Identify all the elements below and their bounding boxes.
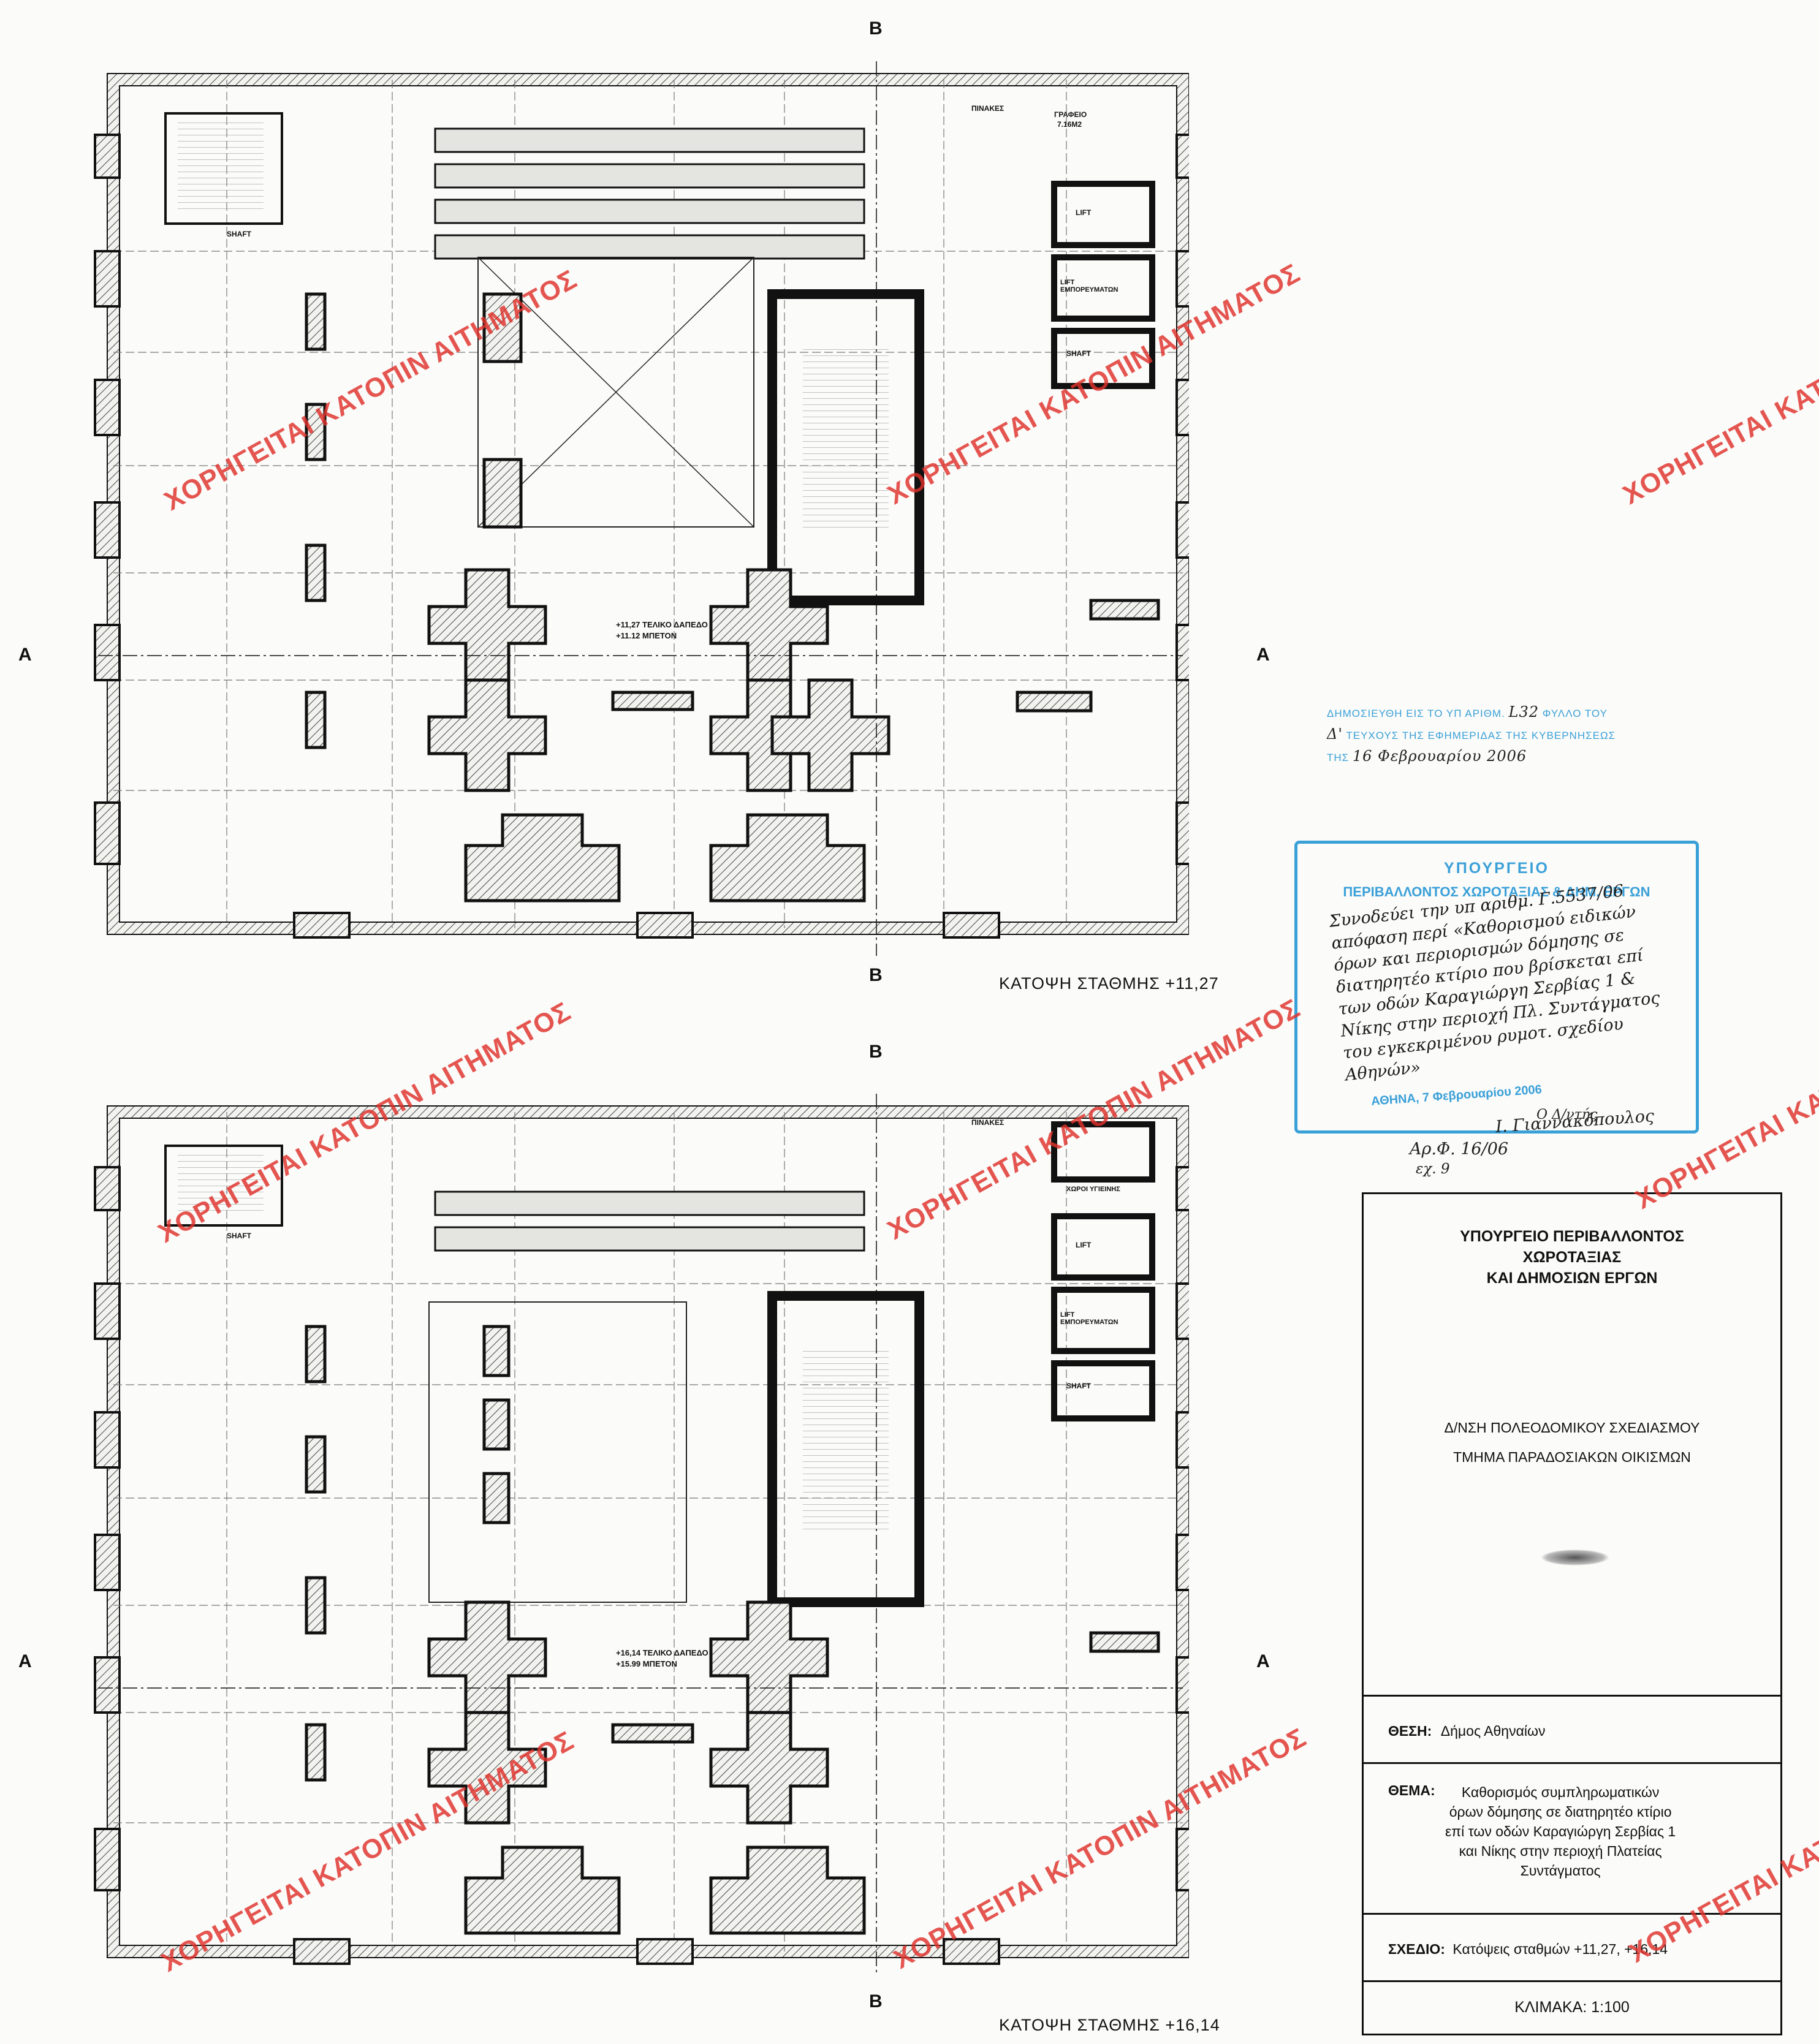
location-label: ΘΕΣΗ: <box>1388 1723 1432 1739</box>
floor-plan-top: ΠΙΝΑΚΕΣ ΓΡΑΦΕΙΟ 7.16M2 LIFT LIFT ΕΜΠΟΡΕΥ… <box>86 61 1189 956</box>
publication-line3: ΤΗΣ <box>1327 752 1350 763</box>
title-block-ministry-cell: ΥΠΟΥΡΓΕΙΟ ΠΕΡΙΒΑΛΛΟΝΤΟΣ ΧΩΡΟΤΑΞΙΑΣ ΚΑΙ Δ… <box>1364 1194 1780 1697</box>
department: ΤΜΗΜΑ ΠΑΡΑΔΟΣΙΑΚΩΝ ΟΙΚΙΣΜΩΝ <box>1453 1449 1691 1465</box>
directorate: Δ/ΝΣΗ ΠΟΛΕΟΔΟΜΙΚΟΥ ΣΧΕΔΙΑΣΜΟΥ <box>1444 1420 1700 1436</box>
room-label-pinakes: ΠΙΝΑΚΕΣ <box>971 104 1004 113</box>
stamp-title: ΥΠΟΥΡΓΕΙΟ <box>1444 860 1549 877</box>
plan-bottom-caption: ΚΑΤΟΨΗ ΣΤΑΘΜΗΣ +16,14 <box>999 2016 1220 2034</box>
room-label-shaft: SHAFT <box>227 1232 251 1240</box>
floor-plan-bottom-drawing <box>94 1094 1189 1976</box>
room-label-pinakes: ΠΙΝΑΚΕΣ <box>971 1118 1004 1127</box>
level-label: +11,27 ΤΕΛΙΚΟ ΔΑΠΕΔΟ <box>616 620 708 629</box>
section-marker-b-bottom-bottom: B <box>869 1991 883 2012</box>
publication-number: L32 <box>1508 703 1540 721</box>
section-marker-b-bottom-top: B <box>869 965 883 985</box>
stamp-handwritten-text: Συνοδεύει την υπ αριθμ. Γ.5537/06 απόφασ… <box>1328 881 1661 1085</box>
title-block-scale-cell: ΚΛΙΜΑΚΑ: 1:100 <box>1364 1982 1780 2034</box>
title-block: ΥΠΟΥΡΓΕΙΟ ΠΕΡΙΒΑΛΛΟΝΤΟΣ ΧΩΡΟΤΑΞΙΑΣ ΚΑΙ Δ… <box>1362 1192 1782 2035</box>
file-reference: Αρ.Φ. 16/06 <box>1410 1140 1509 1159</box>
floor-plan-bottom: ΠΙΝΑΚΕΣ ΧΩΡΟΙ ΥΓΙΕΙΝΗΣ LIFT LIFT ΕΜΠΟΡΕΥ… <box>86 1094 1189 1976</box>
drawing-label: ΣΧΕΔΙΟ: <box>1388 1941 1445 1957</box>
title-block-drawing-cell: ΣΧΕΔΙΟ: Κατόψεις σταθμών +11,27, +16,14 <box>1364 1915 1780 1982</box>
section-marker-a-left-bottom: A <box>18 1651 32 1671</box>
level-label: +16,14 ΤΕΛΙΚΟ ΔΑΠΕΔΟ <box>616 1648 708 1657</box>
title-block-subject-cell: ΘΕΜΑ: Καθορισμός συμπληρωματικών όρων δό… <box>1364 1764 1780 1915</box>
section-marker-b-top-bottom: B <box>869 1042 883 1062</box>
room-label-grafeio: ΓΡΑΦΕΙΟ <box>1054 110 1087 119</box>
section-marker-a-right-bottom: A <box>1256 1651 1270 1671</box>
room-label-lift: LIFT <box>1076 208 1092 217</box>
ministry-line-3: ΚΑΙ ΔΗΜΟΣΙΩΝ ΕΡΓΩΝ <box>1486 1270 1658 1287</box>
drawing-value: Κατόψεις σταθμών +11,27, +16,14 <box>1453 1941 1668 1957</box>
scale: ΚΛΙΜΑΚΑ: 1:100 <box>1514 1999 1630 2016</box>
title-block-location-cell: ΘΕΣΗ: Δήμος Αθηναίων <box>1364 1697 1780 1764</box>
room-label-shaft: SHAFT <box>227 230 251 238</box>
stamp-date: ΑΘΗΝΑ, 7 Φεβρουαρίου 2006 <box>1370 1083 1543 1108</box>
location-value: Δήμος Αθηναίων <box>1440 1723 1546 1739</box>
section-marker-a-right-top: A <box>1256 645 1270 665</box>
publication-line1: ΔΗΜΟΣΙΕΥΘΗ ΕΙΣ ΤΟ ΥΠ ΑΡΙΘΜ. <box>1327 708 1505 719</box>
file-reference-2: εχ. 9 <box>1416 1161 1450 1177</box>
room-label-lift-goods: LIFT ΕΜΠΟΡΕΥΜΑΤΩΝ <box>1060 279 1118 293</box>
smudge-mark <box>1541 1550 1609 1565</box>
room-label-shaft-2: SHAFT <box>1066 349 1091 358</box>
publication-series: Δ' <box>1327 725 1343 743</box>
room-label-lift: LIFT <box>1076 1241 1092 1249</box>
room-label-grafeio-area: 7.16M2 <box>1057 120 1082 129</box>
ministry-line-2: ΧΩΡΟΤΑΞΙΑΣ <box>1522 1249 1622 1266</box>
room-label-lift-goods: LIFT ΕΜΠΟΡΕΥΜΑΤΩΝ <box>1060 1311 1118 1326</box>
publication-line1-end: ΦΥΛΛΟ ΤΟΥ <box>1542 708 1608 719</box>
stamp-signer-role: Ο Δ/ντής <box>1536 1107 1598 1122</box>
publication-stamp: ΔΗΜΟΣΙΕΥΘΗ ΕΙΣ ΤΟ ΥΠ ΑΡΙΘΜ. L32 ΦΥΛΛΟ ΤΟ… <box>1327 703 1707 765</box>
subject-label: ΘΕΜΑ: <box>1388 1782 1435 1798</box>
plan-top-caption: ΚΑΤΟΨΗ ΣΤΑΘΜΗΣ +11,27 <box>999 974 1219 993</box>
floor-plan-top-drawing <box>94 61 1189 956</box>
publication-line2: ΤΕΥΧΟΥΣ ΤΗΣ ΕΦΗΜΕΡΙΔΑΣ ΤΗΣ ΚΥΒΕΡΝΗΣΕΩΣ <box>1346 730 1616 741</box>
level-label-concrete: +15.99 ΜΠΕΤΟΝ <box>616 1659 677 1668</box>
subject-value: Καθορισμός συμπληρωματικών όρων δόμησης … <box>1445 1784 1676 1879</box>
room-label-shaft-2: SHAFT <box>1066 1382 1091 1390</box>
level-label-concrete: +11.12 ΜΠΕΤΟΝ <box>616 631 677 640</box>
stamp-subtitle: ΠΕΡΙΒΑΛΛΟΝΤΟΣ ΧΩΡΟΤΑΞΙΑΣ & ΔΗΜ. ΕΡΓΩΝ <box>1343 884 1650 899</box>
watermark: ΧΟΡΗΓΕΙΤΑΙ ΚΑΤ <box>1618 373 1819 510</box>
section-marker-a-left-top: A <box>18 645 32 665</box>
room-label-wc: ΧΩΡΟΙ ΥΓΙΕΙΝΗΣ <box>1066 1186 1120 1193</box>
ministry-line-1: ΥΠΟΥΡΓΕΙΟ ΠΕΡΙΒΑΛΛΟΝΤΟΣ <box>1460 1228 1684 1245</box>
publication-date: 16 Φεβρουαρίου 2006 <box>1352 748 1527 765</box>
ministry-stamp: ΥΠΟΥΡΓΕΙΟ ΠΕΡΙΒΑΛΛΟΝΤΟΣ ΧΩΡΟΤΑΞΙΑΣ & ΔΗΜ… <box>1294 841 1699 1134</box>
section-marker-b-top-top: B <box>869 18 883 39</box>
